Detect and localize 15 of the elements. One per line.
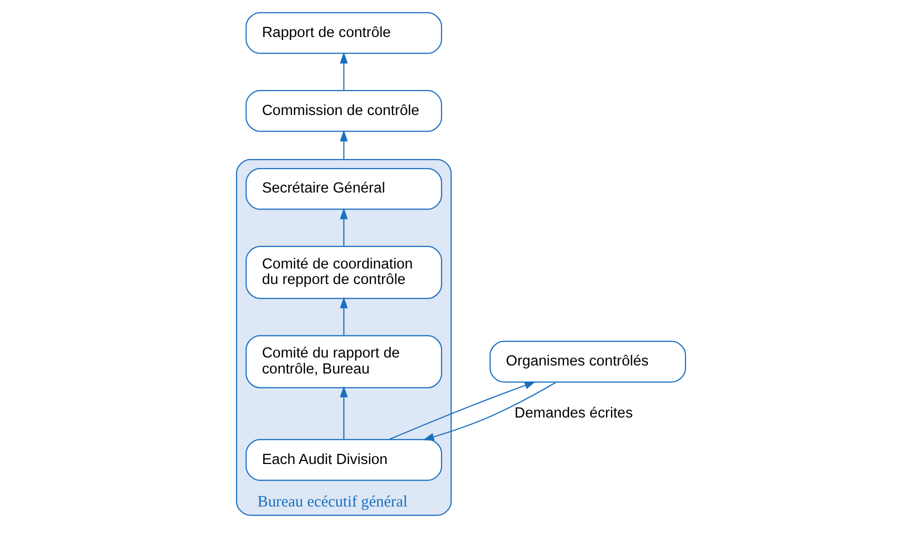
arrow — [340, 208, 348, 246]
edge-label: Demandes écrites — [514, 405, 633, 422]
node-box: Secrétaire Général — [246, 168, 442, 210]
arrow — [340, 296, 348, 336]
node-box: Comité du rapport de contrôle, Bureau — [246, 335, 442, 388]
arrow — [388, 381, 536, 440]
node-box: Rapport de contrôle — [246, 12, 442, 54]
node-box: Comité de coordination du repport de contrôle — [246, 246, 442, 299]
arrow — [422, 382, 556, 441]
node-box: Each Audit Division — [246, 439, 442, 481]
node-box: Commission de contrôle — [246, 90, 442, 132]
arrow — [340, 130, 348, 160]
node-box: Organismes contrôlés — [490, 340, 686, 383]
arrow — [340, 386, 348, 440]
arrow — [340, 52, 348, 90]
